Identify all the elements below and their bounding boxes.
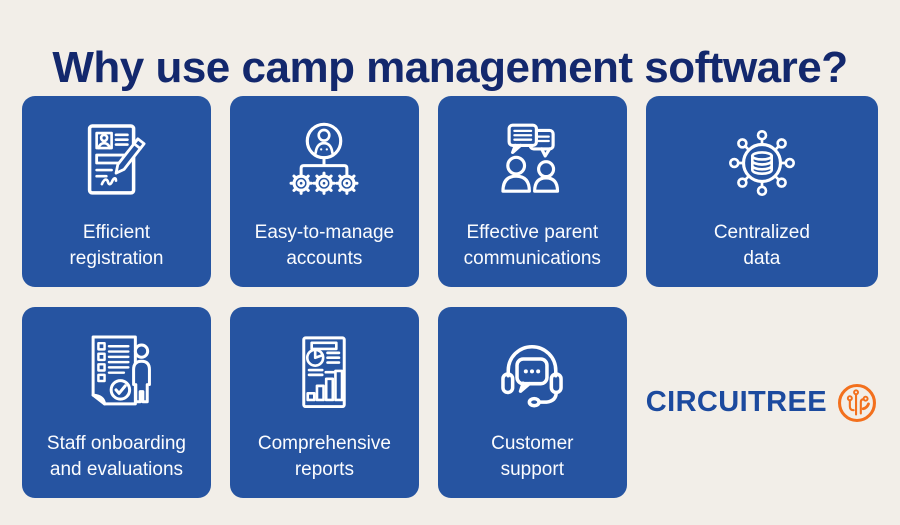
tile-efficient-registration: Efficient registration xyxy=(22,96,211,287)
tile-label: Centralized data xyxy=(713,221,810,269)
tile-label: Effective parent communications xyxy=(463,221,601,269)
circuit-tree-icon xyxy=(838,383,876,422)
tile-grid: Efficient registration xyxy=(22,96,878,498)
circuitree-wordmark: CIRCUITREE xyxy=(645,386,827,418)
account-hierarchy-icon xyxy=(289,122,359,195)
parent-chat-icon xyxy=(501,123,560,193)
infographic-title: Why use camp management software? xyxy=(52,43,848,93)
headset-chat-icon xyxy=(501,344,564,408)
tile-comprehensive-reports: Comprehensive reports xyxy=(229,307,419,498)
tile-label: Customer support xyxy=(491,432,574,480)
tile-staff-onboarding: Staff onboarding and evaluations xyxy=(22,307,211,498)
report-charts-icon xyxy=(302,336,347,408)
tile-easy-to-manage-accounts: Easy-to-manage accounts xyxy=(229,96,419,287)
database-network-icon xyxy=(728,129,795,196)
circuitree-logo: CIRCUITREE xyxy=(646,307,878,498)
tile-label: Efficient registration xyxy=(69,221,164,269)
tile-label: Easy-to-manage accounts xyxy=(254,221,395,269)
tile-effective-parent-communications: Effective parent communications xyxy=(437,96,627,287)
registration-form-icon xyxy=(88,124,146,195)
checklist-person-icon xyxy=(92,335,152,406)
tile-label: Comprehensive reports xyxy=(257,432,391,480)
tile-customer-support: Customer support xyxy=(437,307,627,498)
tile-centralized-data: Centralized data xyxy=(645,96,878,287)
tile-label: Staff onboarding and evaluations xyxy=(46,432,187,480)
